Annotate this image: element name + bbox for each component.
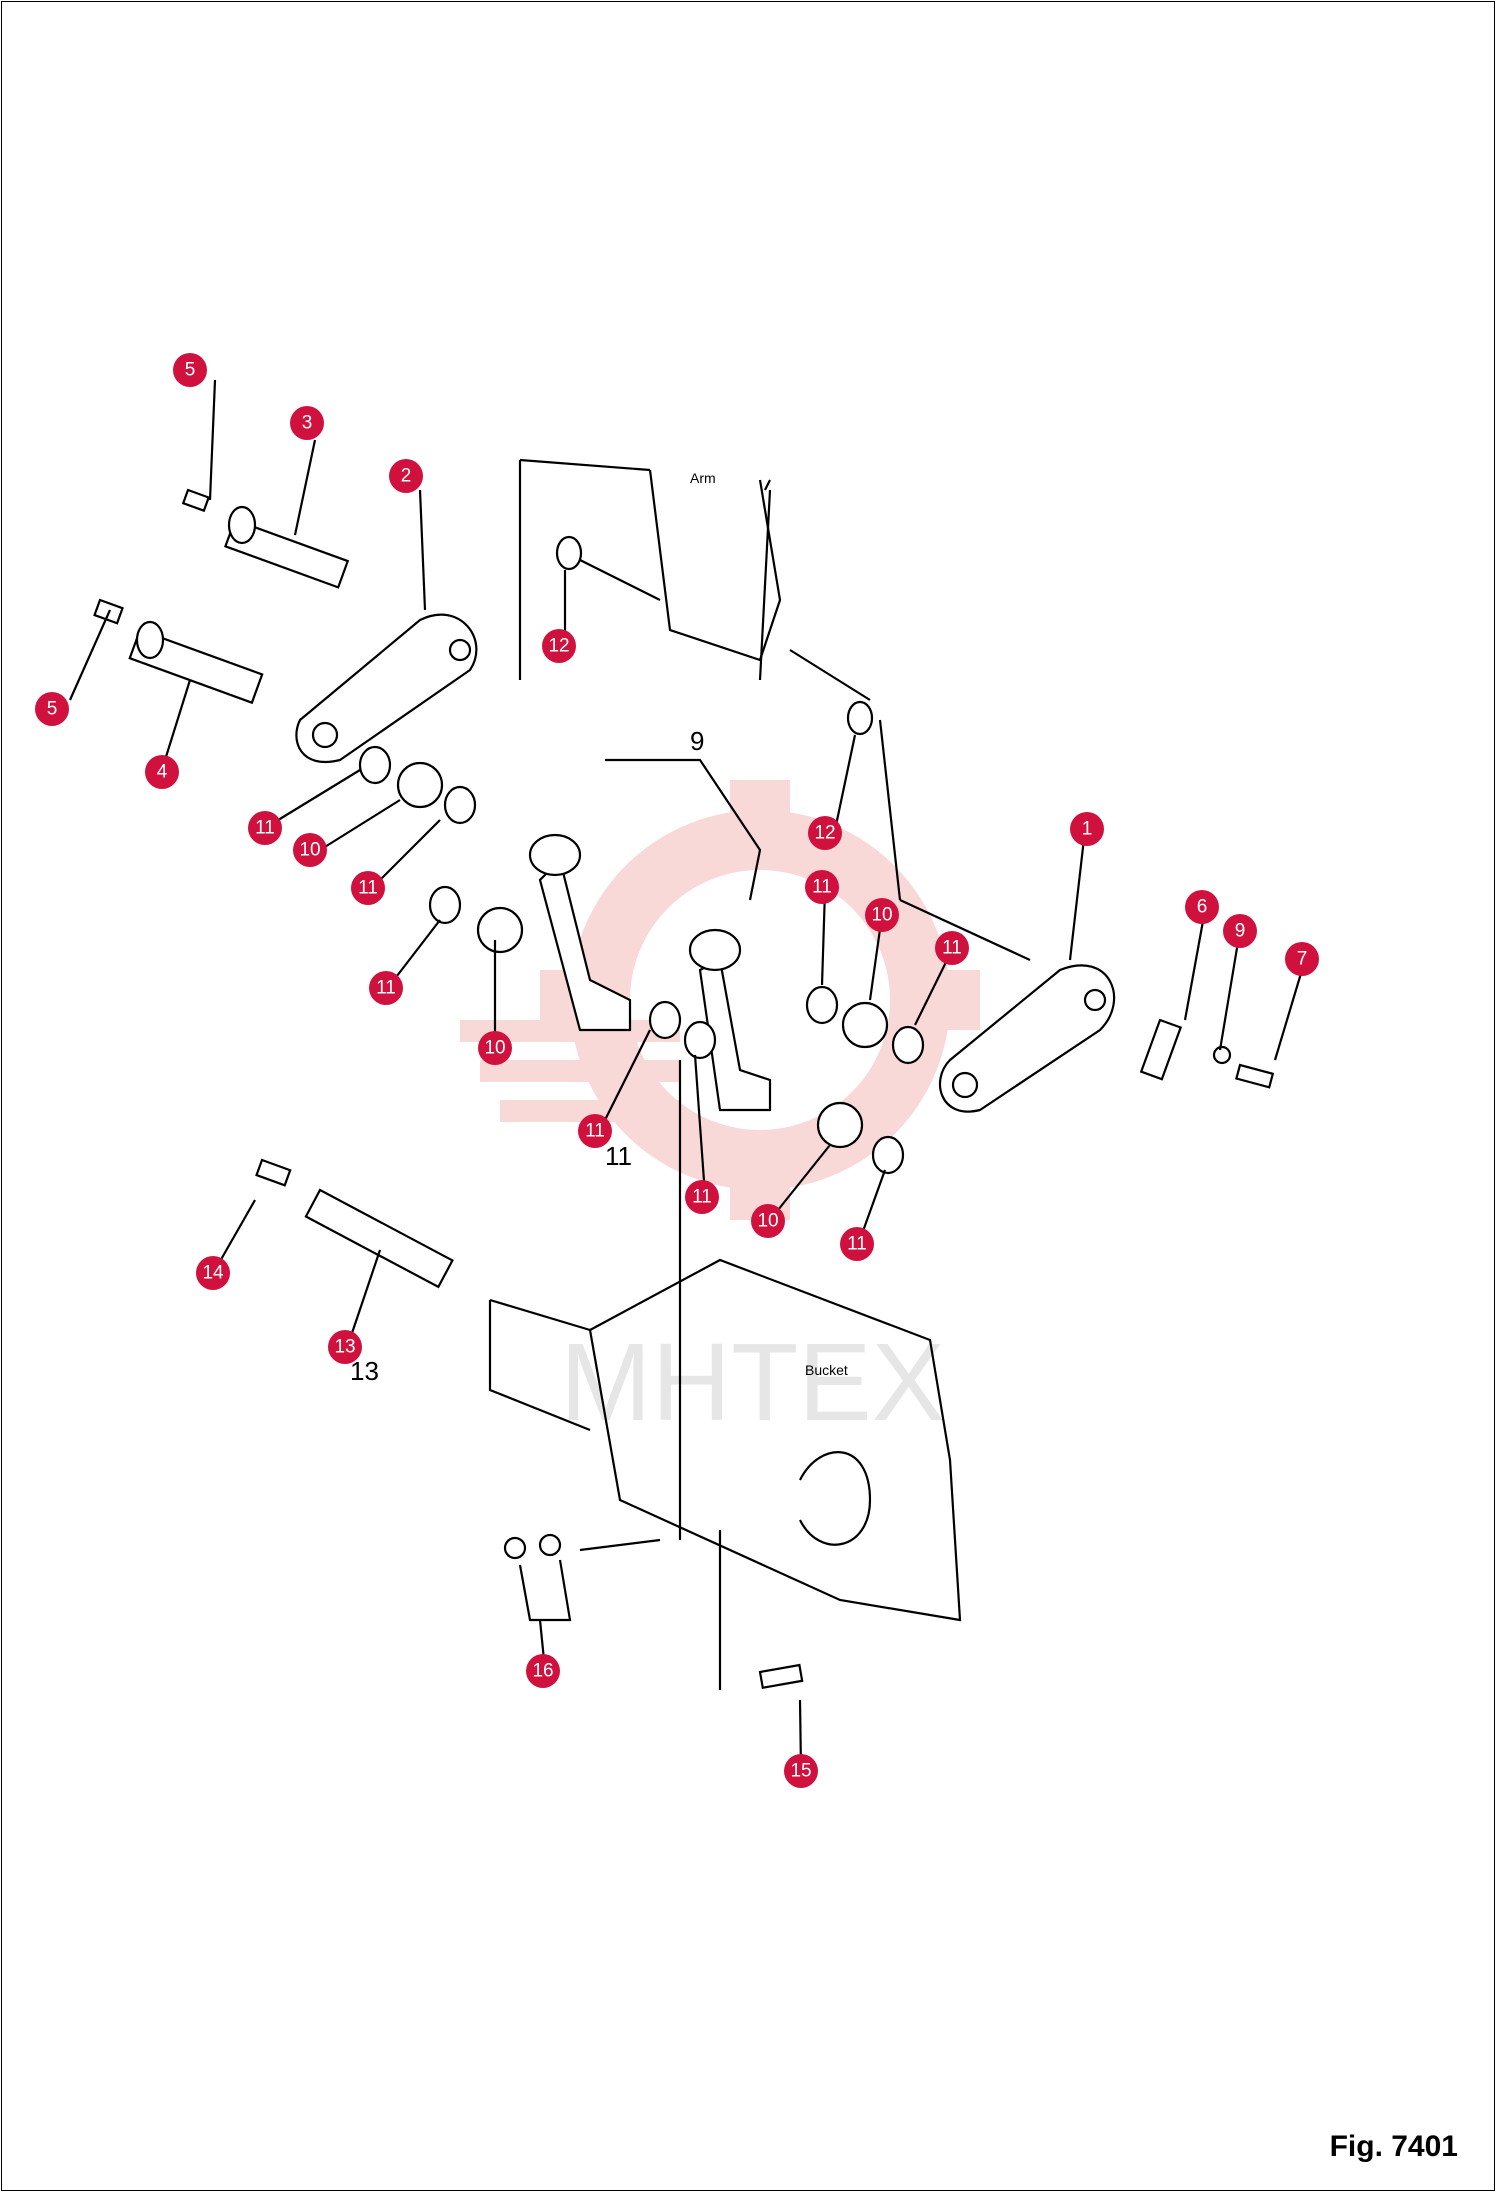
- callout-5-top: 5: [173, 353, 207, 387]
- figure-caption: Fig. 7401: [1329, 2130, 1458, 2163]
- callout-11-e: 11: [369, 971, 403, 1005]
- callout-4: 4: [145, 755, 179, 789]
- svg-text:11: 11: [847, 1234, 867, 1255]
- watermark-text: MHTEX: [560, 1321, 945, 1444]
- number-9-label: 9: [690, 726, 704, 756]
- link-2: [295, 613, 478, 763]
- svg-text:16: 16: [532, 1661, 553, 1682]
- callout-10-a: 10: [293, 833, 327, 867]
- callout-10-b: 10: [865, 898, 899, 932]
- pin-13: [304, 1188, 454, 1289]
- callout-16: 16: [526, 1654, 560, 1688]
- callout-11-f: 11: [578, 1114, 612, 1148]
- svg-text:12: 12: [814, 823, 835, 844]
- callout-2: 2: [389, 459, 423, 493]
- bushings-and-seals: [358, 745, 925, 1175]
- callout-9: 9: [1223, 914, 1257, 948]
- leader-lines: [488, 458, 1031, 1690]
- pin-4: [128, 620, 264, 705]
- svg-text:5: 5: [47, 699, 58, 720]
- svg-text:10: 10: [299, 840, 320, 861]
- pin-3: [224, 505, 350, 589]
- callout-11-g: 11: [685, 1180, 719, 1214]
- callout-12-lower: 12: [808, 816, 842, 850]
- svg-text:7: 7: [1297, 949, 1308, 970]
- svg-text:11: 11: [255, 818, 275, 839]
- svg-text:11: 11: [358, 878, 378, 899]
- bolt-5a: [181, 488, 211, 513]
- svg-text:14: 14: [202, 1263, 224, 1284]
- callout-12-upper: 12: [542, 629, 576, 663]
- link-9: [528, 833, 772, 1112]
- callout-11-c: 11: [805, 870, 839, 904]
- svg-text:4: 4: [157, 762, 168, 783]
- callout-5-left: 5: [35, 692, 69, 726]
- svg-text:2: 2: [401, 466, 412, 487]
- bolt-7: [1235, 1063, 1275, 1089]
- svg-text:10: 10: [484, 1038, 505, 1059]
- bolt-14: [255, 1158, 292, 1187]
- callout-6: 6: [1185, 890, 1219, 924]
- plate-6: [1139, 1018, 1183, 1081]
- callout-10-d: 10: [751, 1204, 785, 1238]
- bolt-15: [758, 1663, 804, 1690]
- svg-text:1: 1: [1082, 819, 1093, 840]
- svg-text:6: 6: [1197, 897, 1208, 918]
- callout-11-a: 11: [248, 811, 282, 845]
- svg-text:11: 11: [942, 938, 962, 959]
- bucket-label: Bucket: [805, 1362, 848, 1378]
- shim-12a: [555, 535, 583, 571]
- bucket-outline: Bucket: [588, 1258, 962, 1622]
- shim-12b: [846, 700, 874, 736]
- arm-outline: Arm: [648, 469, 782, 681]
- arm-label: Arm: [690, 470, 716, 486]
- svg-text:15: 15: [790, 1761, 811, 1782]
- svg-text:11: 11: [812, 877, 832, 898]
- callout-1: 1: [1070, 812, 1104, 846]
- svg-text:5: 5: [185, 360, 196, 381]
- svg-text:11: 11: [585, 1121, 605, 1142]
- callout-10-c: 10: [478, 1031, 512, 1065]
- number-13-label: 13: [350, 1356, 379, 1386]
- callout-11-b: 11: [351, 871, 385, 905]
- callout-3: 3: [290, 406, 324, 440]
- number-11-label: 11: [605, 1141, 632, 1171]
- callout-14: 14: [196, 1256, 230, 1290]
- link-1: [938, 964, 1116, 1113]
- callout-7: 7: [1285, 942, 1319, 976]
- callout-15: 15: [784, 1754, 818, 1788]
- svg-text:12: 12: [548, 636, 569, 657]
- callout-leaders: [68, 379, 1307, 1771]
- svg-text:13: 13: [334, 1337, 355, 1358]
- callout-11-h: 11: [840, 1227, 874, 1261]
- watermark-logo: MHTEX: [460, 780, 980, 1444]
- svg-text:11: 11: [376, 978, 396, 999]
- svg-text:10: 10: [871, 905, 892, 926]
- svg-text:11: 11: [692, 1187, 712, 1208]
- svg-text:10: 10: [757, 1211, 778, 1232]
- svg-text:9: 9: [1235, 921, 1246, 942]
- washer-9: [1212, 1045, 1232, 1065]
- fitting-16: [503, 1533, 572, 1622]
- svg-text:3: 3: [302, 413, 313, 434]
- callout-13: 13: [328, 1330, 362, 1364]
- callout-11-d: 11: [935, 931, 969, 965]
